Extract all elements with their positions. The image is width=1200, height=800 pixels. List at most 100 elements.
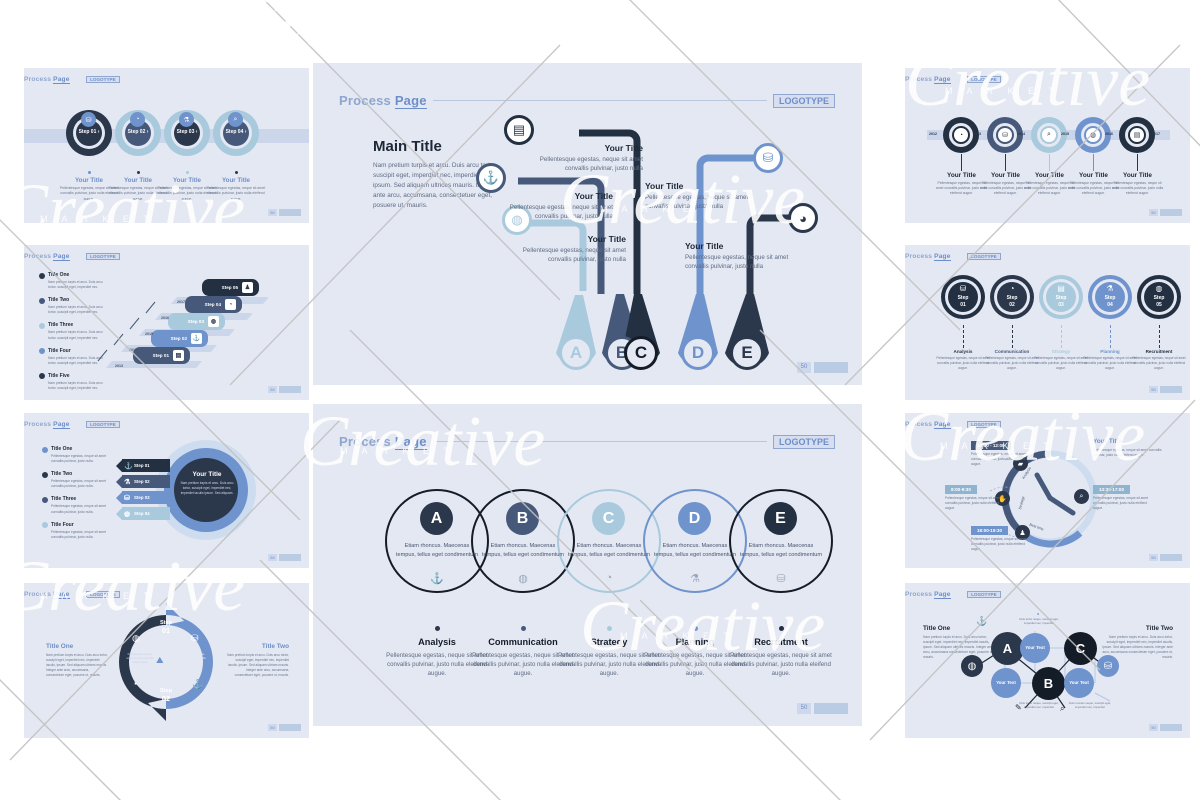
- radial-tag-1[interactable]: ⚓ Step 01: [116, 459, 170, 472]
- slide-header: Process Page LOGOTYPE: [24, 413, 282, 431]
- page-number-block: 50: [268, 724, 301, 731]
- anchor-icon: ⚓: [476, 163, 506, 193]
- slide-header: Process Page LOGOTYPE: [905, 245, 1163, 263]
- watermark-sub: M A R K E T: [40, 591, 155, 601]
- page-bar: [1160, 724, 1182, 731]
- page-number: 50: [268, 209, 277, 216]
- watermark-sub: M A R K E T: [600, 204, 715, 214]
- page-bar: [1160, 554, 1182, 561]
- funnel-letter-a: A: [559, 336, 593, 370]
- bulb-icon[interactable]: ◍: [961, 655, 983, 677]
- node-sub-left[interactable]: Your Text: [991, 668, 1021, 698]
- search-icon[interactable]: ⌕: [1074, 489, 1089, 504]
- venn-text-b: Etiam rhoncus. Maecenas tempus, tellus e…: [481, 543, 565, 558]
- watermark-sub: M A R K E T: [940, 441, 1055, 451]
- clock-icon: ◔: [132, 679, 138, 689]
- watermark-sub: M A R K E T: [340, 446, 455, 456]
- node-sub-top[interactable]: Your Text: [1020, 633, 1050, 663]
- page-number-block: 50: [268, 386, 301, 393]
- node-b[interactable]: B: [1032, 667, 1065, 700]
- page-number: 50: [1149, 554, 1158, 561]
- circle-center-text: Your Title Nam pretium turpis et arcu. D…: [180, 471, 234, 495]
- venn-text-c: Etiam rhoncus. Maecenas tempus, tellus e…: [567, 543, 651, 558]
- page-number-block: 50: [797, 362, 848, 373]
- node-sub-right[interactable]: Your Text: [1064, 668, 1094, 698]
- step-label-2: Step 02 ›: [127, 129, 149, 135]
- anchor-icon: ⚓: [124, 462, 133, 470]
- time-body-3: Pellentesque egestas, neque sit amet con…: [971, 537, 1026, 552]
- venn-badge-a: A: [420, 502, 453, 535]
- slide-header: Process Page LOGOTYPE: [24, 68, 282, 86]
- step-label-4: Step 04 ›: [225, 129, 247, 135]
- year-label: 2013: [973, 132, 981, 136]
- time-tag-2: 8:00-9:30: [945, 485, 977, 494]
- page-bar: [279, 209, 301, 216]
- watermark-brand: Creative: [0, 546, 246, 626]
- page-number: 50: [268, 724, 277, 731]
- logotype-badge: LOGOTYPE: [86, 76, 120, 83]
- page-number: 50: [1149, 209, 1158, 216]
- server-icon: ▤: [504, 115, 534, 145]
- money-bag-icon: ⛁: [191, 633, 199, 643]
- bulb-icon: ◍: [518, 573, 528, 585]
- note-1: Duis tortor neque, suscipit eget, imperd…: [1019, 701, 1059, 710]
- radial-tag-4[interactable]: ◍ Step 04: [116, 507, 170, 520]
- page-number-block: 50: [1149, 724, 1182, 731]
- money-bag-icon: ⛁: [998, 128, 1012, 142]
- watermark-brand: Creative: [300, 401, 546, 481]
- watermark-brand: Creative: [905, 41, 1151, 121]
- bulb-icon: ◍: [1086, 128, 1100, 142]
- logotype-badge: LOGOTYPE: [772, 434, 835, 449]
- money-bag-icon: ⛁: [81, 112, 96, 127]
- watermark-brand: Creative: [580, 586, 826, 666]
- header-title: Process Page: [905, 253, 951, 261]
- venn-text-a: Etiam rhoncus. Maecenas tempus, tellus e…: [395, 543, 479, 558]
- watermark-brand: Creative: [900, 396, 1146, 476]
- radial-tag-2[interactable]: ⚗ Step 02: [116, 475, 170, 488]
- clock-icon: ◔: [954, 128, 968, 142]
- page-number: 50: [1149, 386, 1158, 393]
- radial-tag-3[interactable]: ⛁ Step 03: [116, 491, 170, 504]
- step-01-body: Pellentesque egestas neque sit amet conv…: [126, 653, 154, 664]
- stair-arrows: [97, 301, 156, 362]
- header-title: Process Page: [24, 76, 70, 84]
- legend-dot: [520, 626, 526, 631]
- venn-text-d: Etiam rhoncus. Maecenas tempus, tellus e…: [653, 543, 737, 558]
- funnel-letter-d: D: [681, 336, 715, 370]
- time-body-4: Pellentesque egestas, neque sit amet con…: [1093, 496, 1148, 511]
- venn-badge-d: D: [678, 502, 711, 535]
- venn-badge-c: C: [592, 502, 625, 535]
- logotype-badge: LOGOTYPE: [86, 421, 120, 428]
- page-number-block: 50: [1149, 386, 1182, 393]
- page-number: 50: [268, 554, 277, 561]
- venn-badge-b: B: [506, 502, 539, 535]
- flask-icon: ⚗: [690, 573, 700, 585]
- page-number-block: 50: [797, 703, 848, 714]
- money-bag-icon[interactable]: ⛁: [1097, 655, 1119, 677]
- money-bag-icon: ⛁: [776, 573, 786, 585]
- watermark-brand: Creative: [0, 169, 246, 249]
- legend-dot: [434, 626, 440, 631]
- time-tag-4: 13:30-17:00: [1093, 485, 1131, 494]
- step-label-1: Step 01 ›: [78, 129, 100, 135]
- node-c[interactable]: C: [1064, 632, 1097, 665]
